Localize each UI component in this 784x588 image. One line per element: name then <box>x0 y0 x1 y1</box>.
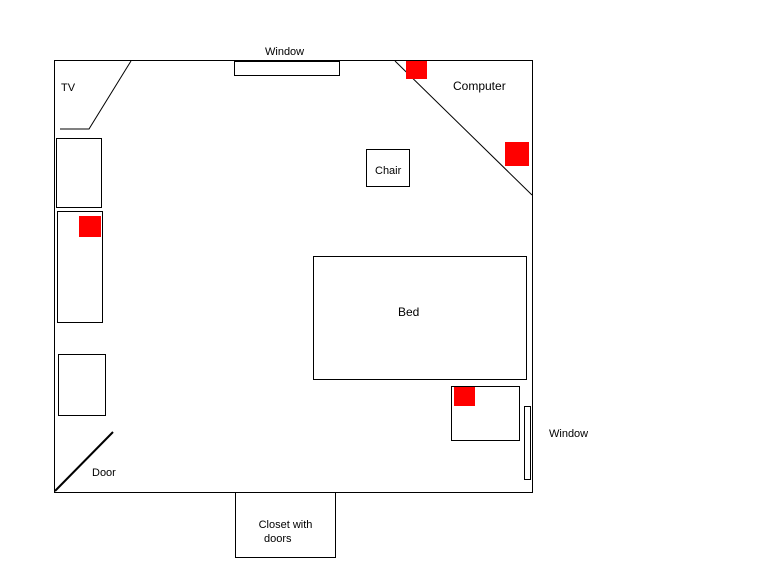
window-top <box>234 61 340 76</box>
closet-label-line1: Closet with <box>258 519 313 531</box>
computer-desk <box>394 60 533 196</box>
closet-label: Closet with doors <box>236 518 335 546</box>
nightstand <box>451 386 520 441</box>
marker-couch <box>79 216 101 237</box>
closet-label-line2: doors <box>264 533 292 545</box>
closet <box>235 492 336 558</box>
door <box>54 431 114 492</box>
window-right <box>524 406 531 480</box>
tv-stand <box>60 60 132 130</box>
window-top-label: Window <box>265 46 305 58</box>
left-cabinet-top <box>56 138 102 208</box>
left-cabinet-bottom <box>58 354 106 416</box>
marker-nightstand <box>454 387 475 406</box>
door-label: Door <box>92 467 116 479</box>
left-couch <box>57 211 103 323</box>
bed-label: Bed <box>398 305 420 319</box>
chair-label: Chair <box>375 165 402 177</box>
chair <box>366 149 410 187</box>
marker-top-corner <box>406 61 427 79</box>
marker-right-wall <box>505 142 529 166</box>
bed <box>313 256 527 380</box>
computer-label: Computer <box>453 79 506 93</box>
window-right-label: Window <box>549 428 589 440</box>
tv-label: TV <box>61 82 76 94</box>
